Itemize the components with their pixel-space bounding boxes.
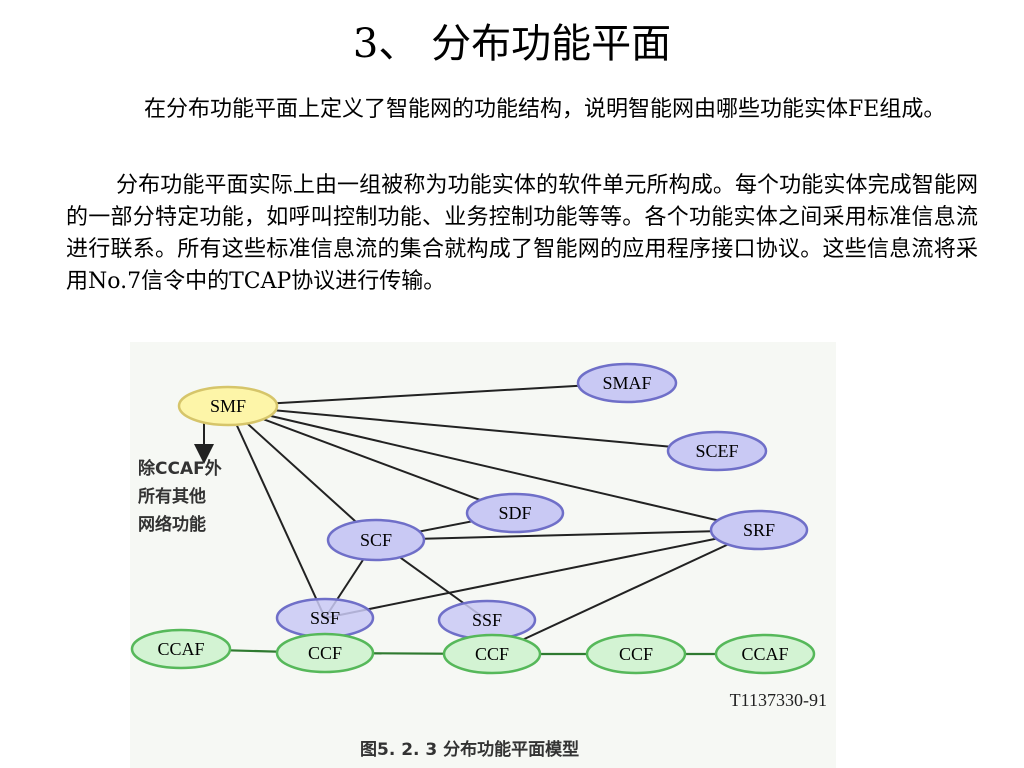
node-ccaf2: CCAF (714, 633, 816, 675)
edge-smf-scef (227, 405, 718, 452)
node-scf-shape (326, 518, 426, 562)
node-group: SMF SMAF SCEF SDF SCF SRF SSF SSF CCAF CCF CCF CCF C… (130, 362, 816, 675)
node-ssf1-label: SSF (310, 608, 340, 628)
edge-smf-scf (227, 405, 377, 541)
node-ccf1: CCF (275, 632, 375, 674)
node-ccf2-shape (442, 633, 542, 675)
node-smaf-label: SMAF (602, 373, 651, 393)
distributed-function-plane-figure: SMF SMAF SCEF SDF SCF SRF SSF SSF CCAF CCF CCF CCF C… (130, 342, 836, 768)
node-smf-label: SMF (210, 396, 246, 416)
node-ccf2-label: CCF (475, 644, 509, 664)
node-smaf: SMAF (576, 362, 678, 404)
edge-smf-smaf (227, 382, 628, 407)
node-scef-shape (666, 430, 768, 472)
page-title: 3、 分布功能平面 (352, 21, 672, 67)
side-note-line-1: 除CCAF外 (138, 458, 222, 479)
edge-smf-srf (227, 405, 760, 531)
node-scef: SCEF (666, 430, 768, 472)
node-sdf: SDF (465, 492, 565, 534)
detail-paragraph: 分布功能平面实际上由一组被称为功能实体的软件单元所构成。每个功能实体完成智能网的… (66, 173, 978, 294)
edge-scf-srf (375, 529, 760, 541)
node-scef-label: SCEF (695, 441, 738, 461)
node-srf: SRF (709, 509, 809, 551)
edge-smf-ssf1 (227, 405, 326, 619)
node-sdf-shape (465, 492, 565, 534)
figure-caption: 图5. 2. 3 分布功能平面模型 (360, 739, 579, 760)
edge-ccf2-srf (491, 529, 760, 655)
node-ssf2: SSF (437, 599, 537, 641)
node-ssf1: SSF (275, 597, 375, 639)
node-smf: SMF (177, 385, 279, 427)
node-ccaf1: CCAF (130, 628, 232, 670)
node-ccf2: CCF (442, 633, 542, 675)
node-smaf-shape (576, 362, 678, 404)
node-scf-label: SCF (360, 530, 392, 550)
side-note-line-3: 网络功能 (138, 514, 206, 535)
node-sdf-label: SDF (498, 503, 531, 523)
node-ccaf2-shape (714, 633, 816, 675)
node-ccaf2-label: CCAF (741, 644, 788, 664)
node-ccf3-shape (585, 633, 687, 675)
edge-smf-sdf (227, 405, 516, 514)
node-ssf2-label: SSF (472, 610, 502, 630)
edge-ssf1-srf (324, 529, 760, 619)
node-smf-shape (177, 385, 279, 427)
side-note-line-2: 所有其他 (138, 486, 206, 507)
distributed-function-plane-diagram: SMF SMAF SCEF SDF SCF SRF SSF SSF CCAF CCF CCF CCF C… (130, 362, 827, 760)
figure-code: T1137330-91 (730, 690, 827, 710)
node-ccf1-shape (275, 632, 375, 674)
node-ccf3-label: CCF (619, 644, 653, 664)
node-ccaf1-shape (130, 628, 232, 670)
node-ccf3: CCF (585, 633, 687, 675)
node-srf-label: SRF (743, 520, 775, 540)
node-scf: SCF (326, 518, 426, 562)
intro-paragraph: 在分布功能平面上定义了智能网的功能结构，说明智能网由哪些功能实体FE组成。 (144, 97, 946, 122)
node-srf-shape (709, 509, 809, 551)
node-ccaf1-label: CCAF (157, 639, 204, 659)
node-ccf1-label: CCF (308, 643, 342, 663)
